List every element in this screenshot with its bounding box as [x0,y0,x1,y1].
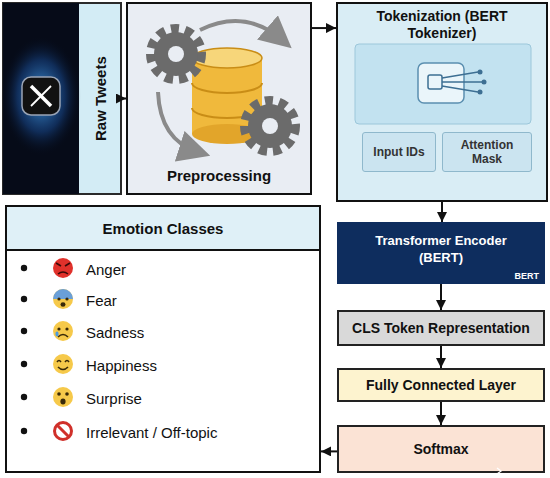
box-label: Preprocessing [128,167,310,184]
fear-emoji [53,289,73,309]
process-box: CLS Token Representation [337,310,545,346]
gear-hole [168,46,184,62]
image-glow [1,36,81,156]
box-label: Transformer Encoder (BERT) [357,232,525,266]
gear-hole [262,118,278,134]
token-box: Input IDs [362,132,436,172]
emoji-eye [57,361,61,363]
gear-teeth [151,29,201,79]
box-label: Emotion Classes [7,207,319,251]
database-band [192,83,262,93]
box-label: Fully Connected Layer [339,370,543,400]
emoji-mouth [58,367,68,370]
x-logo-tile [22,77,60,115]
tweet-image [3,3,79,194]
chip-core [428,75,442,89]
x-logo-stroke [31,86,51,106]
x-logo-stroke [31,86,51,106]
database-top [192,48,262,68]
sadness-emoji [53,321,73,341]
gear-body [154,32,198,76]
box-label: Attention Mask [443,133,531,171]
process-box: Fully Connected Layer [337,368,545,402]
class-label: Anger [86,260,316,280]
database-band [192,108,262,118]
cycle-arrow [200,21,282,40]
database-bottom [192,124,262,144]
emoji-eye [57,297,60,300]
emoji-brow [56,263,61,266]
list-bullet [21,265,27,271]
emoji-mouth [60,399,65,405]
database-body [192,58,262,134]
circuit-node [478,90,483,95]
flow-arrow [440,284,442,310]
emoji-mouth [61,302,66,306]
list-bullet [21,296,27,302]
emoji-mouth [58,272,68,274]
prohibited-slash [57,425,69,437]
anger-emoji [53,258,73,278]
class-label: Sadness [86,323,316,343]
token-box: Attention Mask [442,132,532,172]
surprise-emoji [53,387,73,407]
emoji-eye [57,327,60,330]
circuit-line [442,72,478,78]
process-box: Tokenization (BERT Tokenizer) Input IDsAt… [336,2,548,202]
box-label: Tokenization (BERT Tokenizer) [366,8,518,42]
class-label: Irrelevant / Off-topic [86,423,316,443]
tokenizer-panel [355,44,531,124]
list-bullet [21,361,27,367]
gear-body [248,104,292,148]
circuit-line [442,81,482,82]
emoji-eye [57,392,61,396]
process-box: Emotion ClassesAngerFearSadnessHappiness… [5,205,321,473]
circuit-line [442,86,478,92]
cycle-arrow [158,92,198,152]
process-box: Softmax [337,425,545,473]
class-label: Fear [86,291,316,311]
circuit-node [478,70,483,75]
list-bullet [21,328,27,334]
emoji-eye [65,392,69,396]
logo-chevron [497,468,501,474]
class-label: Happiness [86,356,316,376]
process-box: Raw Tweets [2,2,122,195]
flow-arrow [441,202,443,222]
flow-arrow [440,346,442,368]
prohibited-sign [55,423,72,440]
emoji-brow [65,263,70,266]
emoji-eye [65,327,68,330]
emoji-shade [53,289,73,299]
gear-teeth [245,101,295,151]
box-label: Raw Tweets [80,4,120,193]
flow-arrow [440,402,442,425]
class-label: Surprise [86,389,316,409]
emoji-mouth [58,335,68,338]
flow-arrow [122,98,126,100]
list-bullet [21,394,27,400]
process-box: Preprocessing [126,2,312,195]
chip-icon [418,63,464,103]
box-label: CLS Token Representation [339,312,543,344]
flow-arrow [321,450,337,452]
emoji-tear [55,332,58,337]
box-label: Softmax [339,427,543,471]
box-label: Input IDs [363,133,435,171]
happiness-emoji [53,354,73,374]
emoji-eye [65,361,69,363]
list-bullet [21,428,27,434]
process-box: Transformer Encoder (BERT) BERT [337,222,545,284]
flow-arrow [312,27,336,29]
logo-label: BERT [515,271,540,281]
circuit-node [482,80,487,85]
emoji-eye [65,297,68,300]
